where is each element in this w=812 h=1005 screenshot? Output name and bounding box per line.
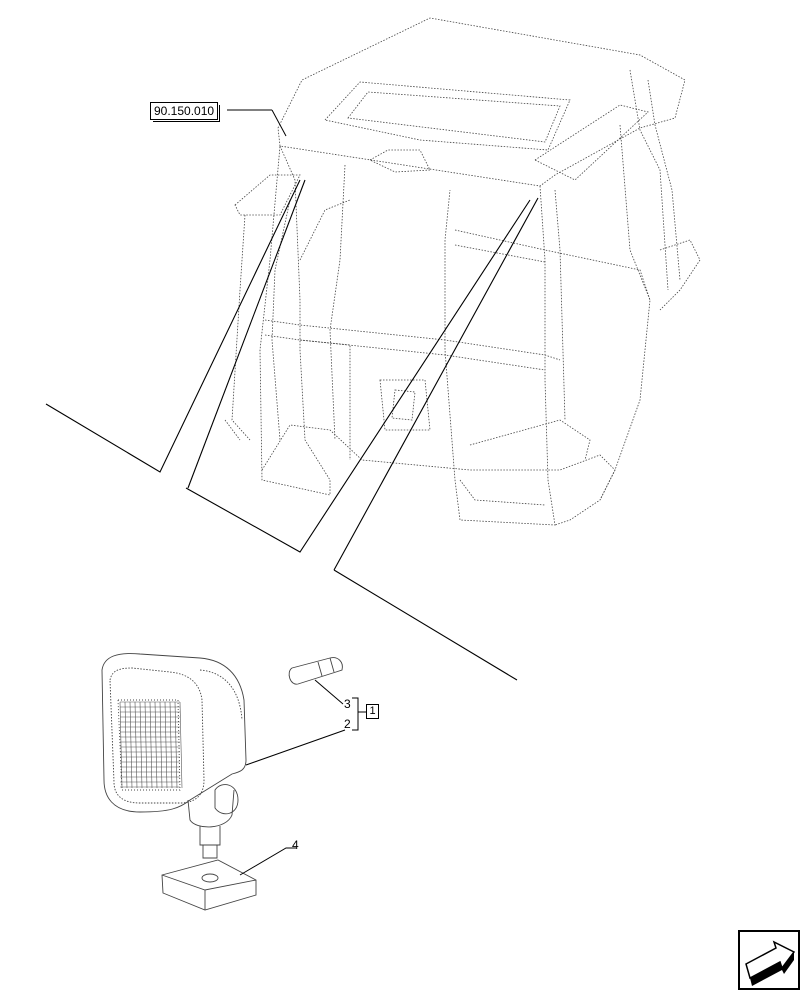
cab-right-pillar [444,185,556,526]
cab-floor [261,424,616,526]
bulb [288,657,343,685]
next-page-button[interactable] [738,930,800,990]
reference-code-box[interactable]: 90.150.010 [150,102,221,122]
next-page-arrow-icon [745,940,796,986]
kit-number-box: 1 [366,704,379,719]
callout-4: 4 [292,838,299,852]
callout-2: 2 [344,717,351,731]
bracket [161,859,257,911]
cab-roof [277,17,686,187]
work-lamp [101,653,247,859]
callout-3: 3 [344,697,351,711]
cab-left-pillar [259,145,331,496]
lamp-grille [119,701,183,789]
leader-lines [45,179,539,681]
